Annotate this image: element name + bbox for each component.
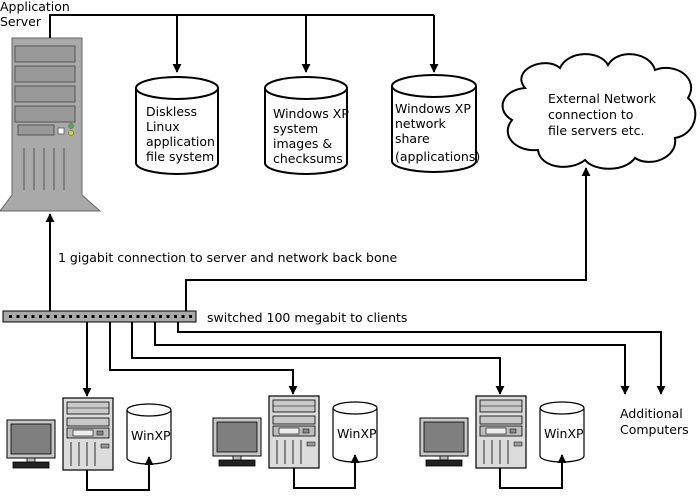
client-workstation-2: WinXP	[212, 395, 378, 489]
client-3-disk-label: WinXP	[544, 426, 584, 441]
application-server	[0, 37, 102, 212]
linux-storage-line2: Linux	[146, 119, 180, 134]
xp-images-storage: Windows XP system images & checksums	[264, 76, 349, 175]
switch-port	[129, 315, 132, 318]
switch-port	[76, 315, 80, 318]
client-workstation-3: WinXP	[419, 395, 585, 489]
switch-port	[91, 315, 95, 318]
linux-storage-line4: file system	[146, 149, 214, 164]
additional-computers-line1: Additional	[620, 406, 683, 421]
xp-share-storage: Windows XP network share (applications)	[391, 74, 480, 173]
uplinks	[45, 167, 591, 312]
share-storage-line4: (applications)	[395, 149, 480, 164]
cloud-line2: connection to	[548, 107, 633, 122]
switch-port	[84, 315, 87, 318]
linux-storage-line3: application	[146, 134, 215, 149]
images-storage-line4: checksums	[273, 151, 343, 166]
linux-storage-line1: Diskless	[146, 104, 197, 119]
switch-port	[106, 315, 110, 318]
switch-port	[114, 315, 117, 318]
additional-computers-line2: Computers	[620, 422, 689, 437]
switch-port	[46, 315, 50, 318]
cloud-line3: file servers etc.	[548, 123, 645, 138]
cloud-line1: External Network	[548, 91, 657, 106]
client-1-disk-label: WinXP	[131, 428, 171, 443]
client-workstation-1: WinXP	[6, 397, 172, 491]
switch-port	[166, 315, 170, 318]
client-links	[82, 322, 666, 397]
images-storage-line3: images &	[273, 136, 332, 151]
images-storage-line2: system	[273, 121, 318, 136]
switch-port	[121, 315, 125, 318]
share-storage-line1: Windows XP	[395, 101, 471, 116]
clients-link-label: switched 100 megabit to clients	[207, 310, 407, 325]
switch-port	[24, 315, 27, 318]
switch-port	[61, 315, 65, 318]
server-storage-links	[49, 14, 439, 73]
server-label-line1: Application	[0, 0, 70, 14]
switch-port	[189, 315, 192, 318]
switch-port	[9, 315, 12, 318]
linux-filesystem-storage: Diskless Linux application file system	[135, 76, 219, 175]
switch-port	[151, 315, 155, 318]
switch-port	[174, 315, 177, 318]
images-storage-line1: Windows XP	[273, 106, 349, 121]
switch-port	[69, 315, 72, 318]
share-storage-line3: share	[395, 131, 430, 146]
switch-port	[16, 315, 20, 318]
external-network-cloud: External Network connection to file serv…	[501, 53, 697, 170]
client-2-disk-label: WinXP	[337, 426, 377, 441]
switch-port	[144, 315, 147, 318]
server-label-line2: Server	[0, 14, 42, 29]
switch-port	[181, 315, 185, 318]
switch-port	[31, 315, 35, 318]
switch-port	[39, 315, 42, 318]
backbone-label: 1 gigabit connection to server and netwo…	[58, 250, 398, 265]
switch-port	[54, 315, 57, 318]
switch-port	[136, 315, 140, 318]
share-storage-line2: network	[395, 116, 447, 131]
switch-port	[99, 315, 102, 318]
switch-port	[159, 315, 162, 318]
network-switch	[2, 310, 197, 323]
